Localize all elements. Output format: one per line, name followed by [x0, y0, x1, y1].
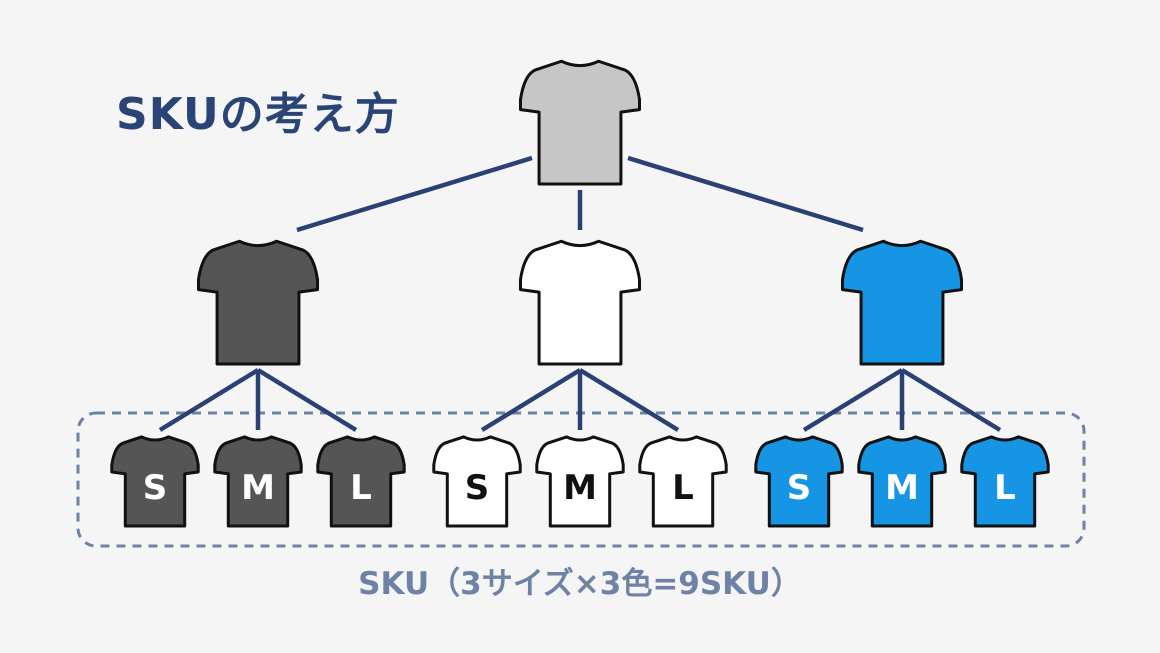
sku-t-shirt-icon — [857, 435, 947, 528]
sku-t-shirt-icon — [432, 435, 522, 528]
size-label: S — [465, 468, 490, 508]
sku-t-shirt-icon — [535, 435, 625, 528]
connector-line — [900, 368, 1002, 432]
connector-line — [480, 368, 582, 432]
connector-line — [256, 368, 358, 432]
size-label: M — [563, 468, 597, 508]
size-label: L — [672, 468, 694, 508]
blue-t-shirt-icon — [840, 239, 964, 366]
sku-t-shirt-icon — [754, 435, 844, 528]
connector-line — [802, 368, 904, 432]
connector-line — [158, 368, 260, 432]
sku-caption: SKU（3サイズ×3色=9SKU） — [358, 566, 802, 602]
size-label: L — [350, 468, 372, 508]
sku-t-shirt-icon — [638, 435, 728, 528]
sku-t-shirt-icon — [960, 435, 1050, 528]
connector-line — [296, 155, 533, 233]
t-shirt-icon — [518, 59, 642, 186]
sku-t-shirt-icon — [316, 435, 406, 528]
connector-line — [627, 155, 864, 233]
dark-t-shirt-icon — [196, 239, 320, 366]
size-label: M — [241, 468, 275, 508]
connector-line — [578, 368, 680, 432]
page-title: SKUの考え方 — [116, 89, 400, 140]
size-label: L — [994, 468, 1016, 508]
size-label: M — [885, 468, 919, 508]
size-label: S — [143, 468, 168, 508]
sku-t-shirt-icon — [110, 435, 200, 528]
size-label: S — [787, 468, 812, 508]
sku-t-shirt-icon — [213, 435, 303, 528]
white-t-shirt-icon — [518, 239, 642, 366]
